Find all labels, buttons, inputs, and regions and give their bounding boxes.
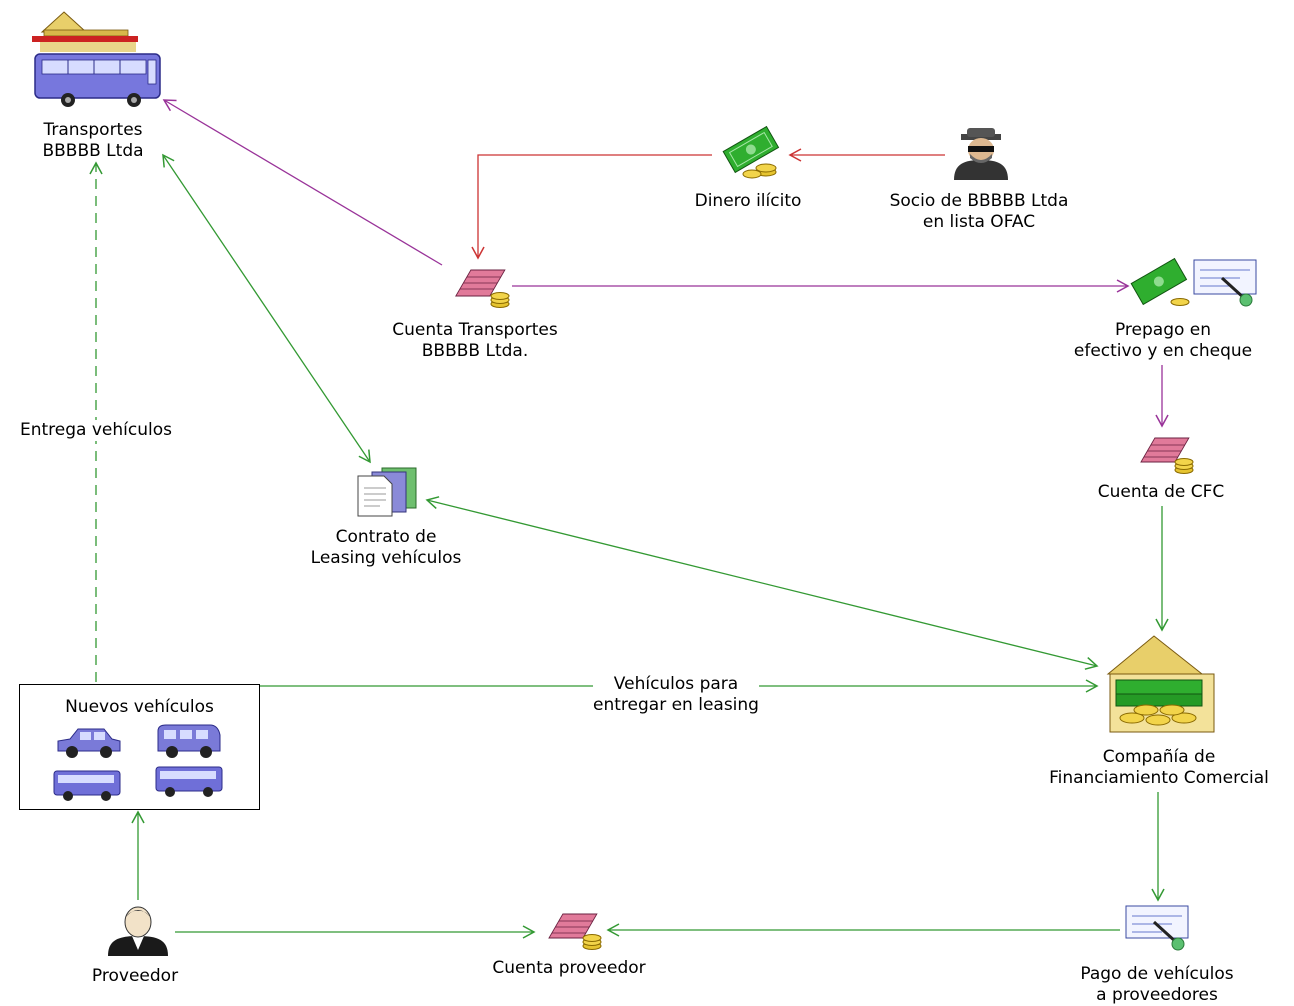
bank-building-icon [1106, 635, 1215, 733]
new-vehicles-box: Nuevos vehículos [19, 684, 260, 810]
cheque-icon [1125, 905, 1189, 951]
label-cuenta-cfc: Cuenta de CFC [1097, 482, 1225, 502]
bus-icon [155, 766, 223, 797]
new-vehicles-title: Nuevos vehículos [65, 697, 214, 717]
bus-icon [53, 770, 121, 801]
bus-terminal-icon [32, 11, 161, 107]
bank-account-icon [455, 269, 510, 308]
person-icon [108, 906, 168, 956]
edge-cuenta-transportes [162, 99, 443, 266]
edge-label-entrega: Entrega vehículos [20, 420, 172, 441]
money-icon [722, 125, 780, 179]
masked-person-icon [954, 128, 1008, 180]
bank-account-icon [1140, 437, 1194, 474]
money-cheque-icon [1130, 257, 1257, 307]
bank-account-icon [548, 913, 602, 950]
label-cuenta-proveedor: Cuenta proveedor [492, 958, 646, 978]
edge-contrato-compania [425, 496, 1099, 670]
label-proveedor: Proveedor [91, 966, 179, 986]
car-icon [57, 728, 121, 758]
edge-dinero-cuenta [471, 154, 712, 260]
label-dinero: Dinero ilícito [694, 191, 802, 211]
edge-transportes-contrato [162, 153, 371, 464]
van-icon [157, 724, 221, 758]
edge-label-vehiculos-leasing: Vehículos para entregar en leasing [593, 674, 759, 716]
document-stack-icon [357, 467, 417, 517]
